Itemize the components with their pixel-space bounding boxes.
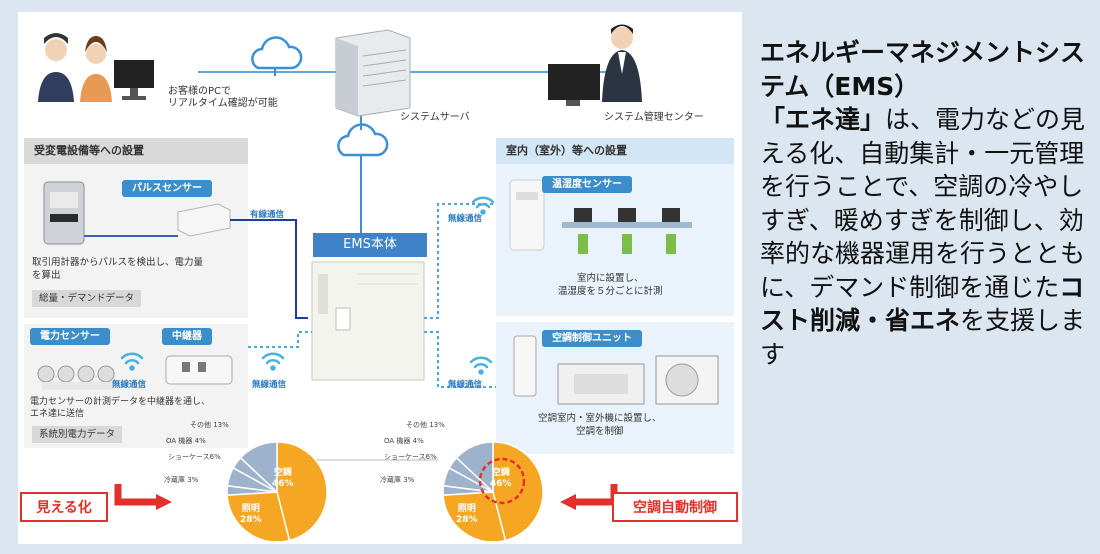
temp-description: 室内に設置し、 温湿度を５分ごとに計測 <box>558 273 663 297</box>
office-desk-icon <box>562 208 692 254</box>
pie-slice <box>492 441 544 542</box>
ac-outdoor-unit-icon <box>655 355 719 405</box>
pulse-sensor-icon <box>177 203 231 237</box>
ems-device-icon <box>311 261 425 381</box>
pie-slice <box>455 441 494 494</box>
pie-slice <box>226 491 291 543</box>
relay-label: 中継器 <box>162 328 212 345</box>
left-section-title: 受変電設備等への設置 <box>34 144 144 157</box>
manager-person-icon <box>548 24 642 106</box>
electric-meter-icon <box>43 181 178 245</box>
server-icon <box>335 29 411 117</box>
pulse-sensor-label: パルスセンサー <box>122 180 212 197</box>
diagram-panel: お客様のPCで リアルタイム確認が可能 システムサーバ システム管理センター 受… <box>18 12 742 544</box>
ems-title: EMS本体 <box>313 233 427 257</box>
temp-sensor-label: 温湿度センサー <box>542 176 632 193</box>
pie-label-fridge: 冷蔵庫 3% <box>164 476 199 484</box>
visualize-callout: 見える化 <box>20 492 108 522</box>
right-section-title: 室内（室外）等への設置 <box>506 144 627 157</box>
pie-slice <box>239 441 278 494</box>
pie-label-ac: 空調 46% <box>490 468 512 489</box>
wireless-label: 無線通信 <box>252 380 287 390</box>
pie-label-light: 照明 28% <box>456 504 478 525</box>
pie-label-oa: OA 機器 4% <box>166 437 206 445</box>
total-demand-tag: 総量・デマンドデータ <box>32 290 142 307</box>
product-name: 「エネ達」 <box>760 105 886 134</box>
side-body-1: は、電力などの見える化、自動集計・一元管理を行うことで、空調の冷やしすぎ、暖めす… <box>760 105 1086 302</box>
pie-label-other: その他 13% <box>406 421 445 429</box>
pie-chart-left <box>226 441 328 543</box>
wifi-icon <box>120 196 495 375</box>
management-center-label: システム管理センター <box>604 112 704 123</box>
wireless-label: 無線通信 <box>448 214 483 224</box>
wired-label: 有線通信 <box>250 210 285 220</box>
auto-control-callout: 空調自動制御 <box>612 492 738 522</box>
ac-indoor-unit-icon <box>557 363 645 405</box>
wireless-label: 無線通信 <box>448 380 483 390</box>
diagram-graphics <box>24 24 734 543</box>
cloud-icon <box>251 36 303 70</box>
wireless-label: 無線通信 <box>112 380 147 390</box>
wired-line <box>230 219 308 319</box>
pie-label-showcase: ショーケース6% <box>168 453 221 461</box>
pie-slice <box>442 491 507 543</box>
red-arrow-right <box>574 484 618 506</box>
pie-label-ac: 空調 46% <box>272 468 294 489</box>
pie-slice <box>276 441 328 542</box>
left-description: 取引用計器からパルスを検出し、電力量 を算出 <box>32 257 204 281</box>
circuit-power-tag: 系統別電力データ <box>32 426 123 443</box>
customer-person-icon <box>38 33 112 102</box>
pie-label-showcase: ショーケース6% <box>384 453 437 461</box>
cloud-icon-center <box>337 123 389 157</box>
pie-label-fridge: 冷蔵庫 3% <box>380 476 415 484</box>
ac-control-unit-icon <box>513 335 537 397</box>
pie-label-other: その他 13% <box>190 421 229 429</box>
side-heading: エネルギーマネジメントシステム（EMS） <box>760 38 1086 101</box>
system-server-label: システムサーバ <box>400 112 470 123</box>
ac-description: 空調室内・室外機に設置し、 空調を制御 <box>538 413 662 437</box>
red-arrow <box>114 484 158 506</box>
pc-monitor-icon <box>114 60 154 100</box>
left-bottom-description: 電力センサーの計測データを中継器を通し、 エネ達に送信 <box>30 397 211 419</box>
pie-label-oa: OA 機器 4% <box>384 437 424 445</box>
highlight-circle <box>478 457 526 505</box>
relay-icon <box>165 355 233 385</box>
power-sensor-label: 電力センサー <box>30 328 110 345</box>
power-sensor-icon <box>37 365 115 390</box>
pie-chart-right <box>442 441 544 543</box>
side-bold-phrase: コスト削減・省エネ <box>760 272 1085 336</box>
side-body-2: を支援します <box>760 306 1086 369</box>
temp-sensor-icon <box>509 179 545 251</box>
ac-unit-label: 空調制御ユニット <box>542 330 642 347</box>
pie-label-light: 照明 28% <box>240 504 262 525</box>
side-description: エネルギーマネジメントシステム（EMS） 「エネ達」は、電力などの見える化、自動… <box>760 36 1090 371</box>
customer-pc-label: お客様のPCで リアルタイム確認が可能 <box>168 86 278 109</box>
